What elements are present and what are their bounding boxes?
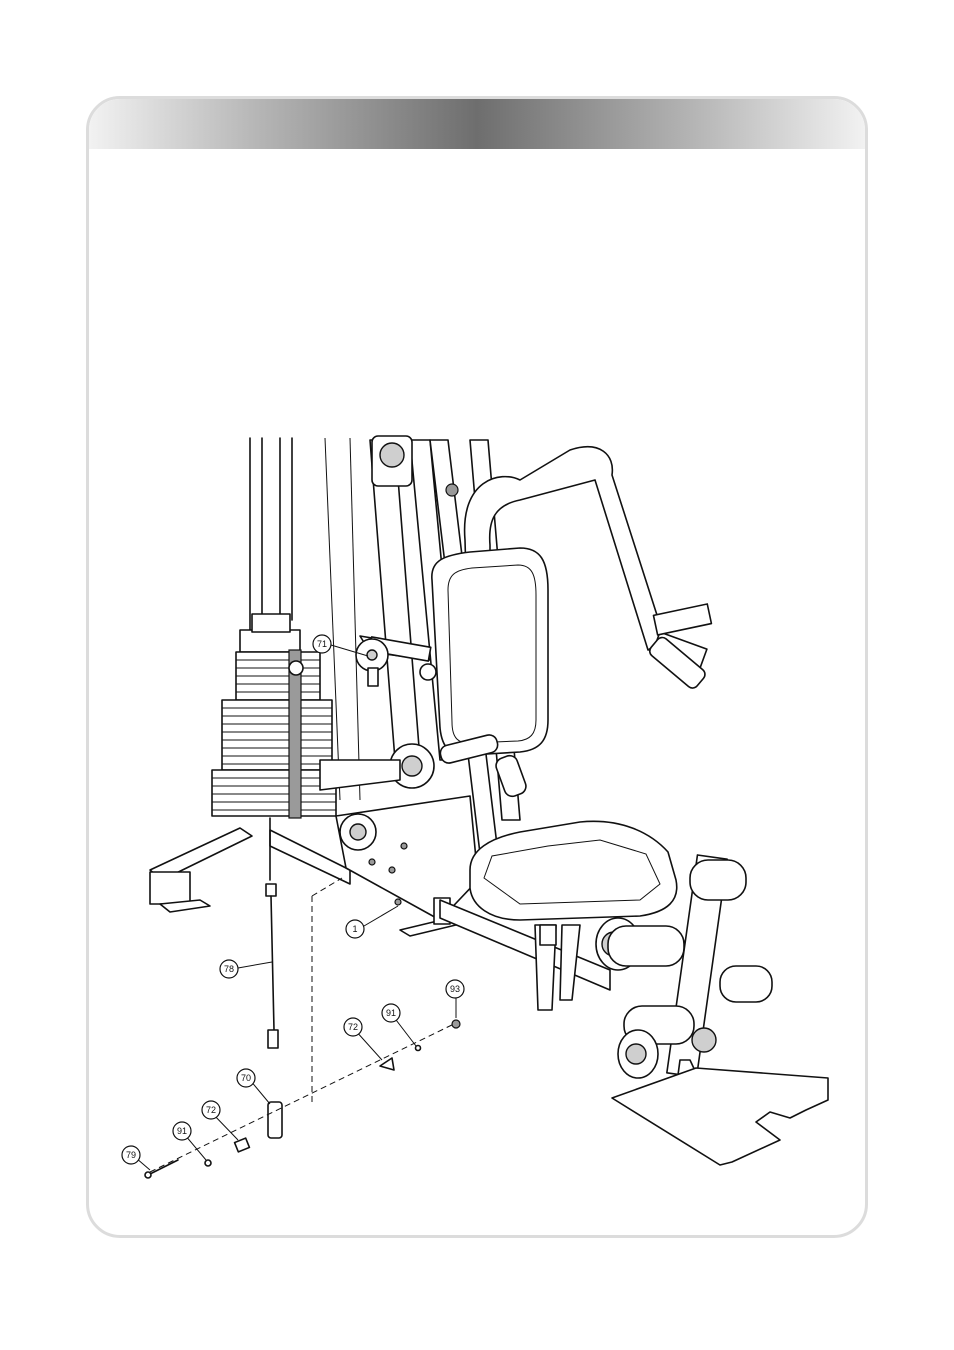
svg-text:91: 91 [386, 1008, 396, 1018]
callout-91a: 91 [172, 1121, 192, 1141]
callout-91b: 91 [381, 1003, 401, 1023]
weight-plates [212, 659, 336, 811]
callout-93: 93 [445, 979, 465, 999]
svg-text:91: 91 [177, 1126, 187, 1136]
callout-72a: 72 [201, 1100, 221, 1120]
press-arm [463, 446, 713, 721]
exploded-parts [144, 817, 461, 1179]
floor-plate [611, 1067, 829, 1166]
callout-79: 79 [121, 1145, 141, 1165]
middle-pulley [389, 734, 527, 798]
callout-71: 71 [312, 634, 332, 654]
leg-extension [595, 854, 773, 1091]
svg-text:71: 71 [317, 639, 327, 649]
guide-rods [249, 437, 361, 801]
callout-78: 78 [219, 959, 239, 979]
svg-text:78: 78 [224, 964, 234, 974]
panel-header-bar [89, 99, 865, 149]
svg-text:93: 93 [450, 984, 460, 994]
svg-text:70: 70 [241, 1073, 251, 1083]
svg-text:79: 79 [126, 1150, 136, 1160]
upper-pulley [355, 635, 437, 687]
back-pad [431, 547, 549, 756]
callout-72b: 72 [343, 1017, 363, 1037]
callout-70: 70 [236, 1068, 256, 1088]
leader-lines [135, 644, 457, 1171]
base-frame [149, 759, 611, 991]
callout-1: 1 [345, 919, 365, 939]
svg-text:72: 72 [206, 1105, 216, 1115]
svg-text:1: 1 [352, 924, 357, 934]
svg-text:72: 72 [348, 1022, 358, 1032]
seat [469, 820, 678, 1011]
weight-stack [211, 613, 337, 819]
